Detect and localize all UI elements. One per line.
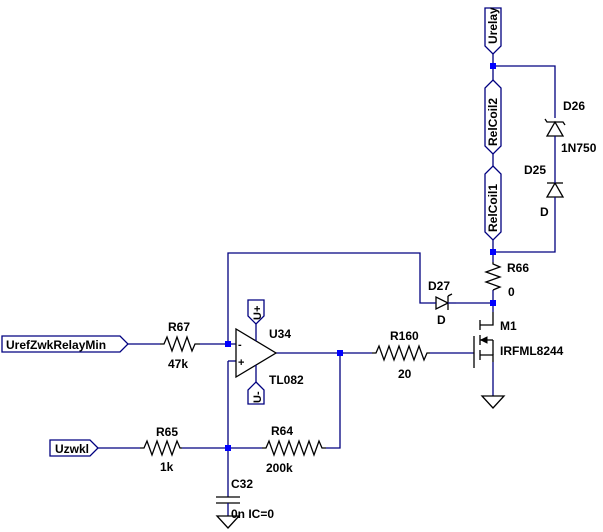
svg-text:200k: 200k: [266, 461, 293, 475]
svg-text:R160: R160: [390, 329, 419, 343]
diode-d27: D27 D: [428, 279, 456, 327]
resistor-r160: R160 20: [372, 329, 430, 381]
svg-text:M1: M1: [500, 319, 517, 333]
wires: [98, 52, 556, 497]
svg-text:R65: R65: [156, 425, 178, 439]
net-flag-relcoil2: RelCoil2: [484, 79, 502, 155]
resistor-r64: R64 200k: [262, 424, 326, 475]
net-flag-relcoil1: RelCoil1: [484, 165, 502, 241]
svg-text:D: D: [540, 205, 549, 219]
junctions: [225, 63, 496, 451]
svg-text:U+: U+: [252, 306, 264, 320]
svg-text:D26: D26: [563, 99, 585, 113]
ground-symbol-c32: [215, 515, 241, 529]
resistor-r67: R67 47k: [160, 320, 200, 371]
capacitor-c32: C32 0n IC=0: [216, 477, 274, 521]
svg-text:D: D: [437, 313, 446, 327]
mosfet-m1: M1 IRFML8244: [473, 312, 564, 368]
svg-text:1k: 1k: [160, 460, 174, 474]
svg-text:Uzwkl: Uzwkl: [55, 442, 89, 456]
svg-text:D27: D27: [428, 279, 450, 293]
net-flag-uzwkl: Uzwkl: [49, 439, 99, 457]
diode-d26: D26 1N750: [544, 99, 597, 172]
svg-text:RelCoil1: RelCoil1: [486, 184, 500, 232]
svg-text:R64: R64: [271, 424, 293, 438]
diode-d25: D25 D: [524, 163, 565, 219]
svg-text:U34: U34: [269, 327, 291, 341]
svg-text:C32: C32: [231, 477, 253, 491]
svg-text:TL082: TL082: [269, 373, 304, 387]
svg-text:20: 20: [398, 367, 412, 381]
svg-text:D25: D25: [524, 163, 546, 177]
svg-text:0n IC=0: 0n IC=0: [231, 507, 274, 521]
net-flag-uplus: U+: [247, 299, 265, 325]
resistor-r66: R66 0: [484, 261, 529, 299]
svg-text:RelCoil2: RelCoil2: [486, 98, 500, 146]
net-flag-uref: UrefZwkRelayMin: [1, 335, 129, 353]
svg-text:IRFML8244: IRFML8244: [500, 344, 564, 358]
svg-text:-: -: [238, 339, 242, 351]
net-flag-urelay: Urelay: [484, 7, 502, 55]
svg-text:47k: 47k: [168, 357, 188, 371]
svg-text:U-: U-: [252, 391, 264, 403]
svg-text:1N750: 1N750: [561, 141, 597, 155]
net-flag-uminus: U-: [247, 381, 265, 405]
svg-text:+: +: [238, 357, 244, 369]
svg-text:0: 0: [508, 285, 515, 299]
svg-text:R66: R66: [507, 261, 529, 275]
resistor-r65: R65 1k: [140, 425, 182, 474]
svg-text:Urelay: Urelay: [486, 7, 500, 44]
ground-symbol-m1: [480, 395, 506, 409]
svg-text:UrefZwkRelayMin: UrefZwkRelayMin: [6, 338, 106, 352]
svg-text:R67: R67: [168, 320, 190, 334]
opamp-u34: - + U34 TL082: [235, 322, 304, 387]
